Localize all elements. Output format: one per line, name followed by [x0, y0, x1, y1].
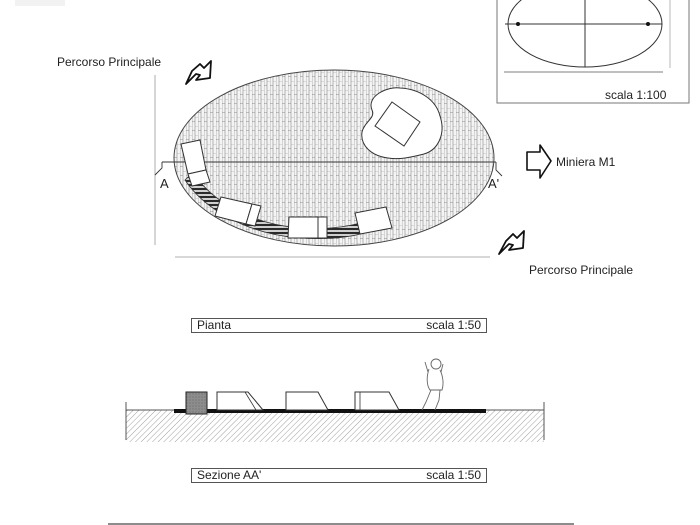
section-view: [125, 358, 545, 442]
section-title: Sezione AA': [197, 468, 262, 482]
section-scale: scala 1:50: [426, 468, 481, 482]
arrow-icon-route-bottom: [498, 230, 525, 255]
arrow-icon-route-top: [185, 60, 212, 85]
arrow-icon-mine: [526, 144, 552, 179]
section-marker-a-prime: A': [488, 176, 500, 191]
mine-label: Miniera M1: [556, 155, 616, 169]
plan-view: [154, 69, 503, 258]
section-title-box: Sezione AA' scala 1:50: [191, 468, 487, 483]
plan-scale: scala 1:50: [426, 318, 481, 332]
section-marker-a: A: [160, 176, 169, 191]
route-label-top: Percorso Principale: [57, 55, 162, 69]
faint-mark: [15, 0, 65, 6]
plan-title-box: Pianta scala 1:50: [191, 318, 487, 333]
inset-diagram: [496, 0, 690, 104]
inset-scale-label: scala 1:100: [605, 88, 667, 102]
route-label-bottom: Percorso Principale: [529, 263, 634, 277]
plan-title: Pianta: [197, 318, 232, 332]
